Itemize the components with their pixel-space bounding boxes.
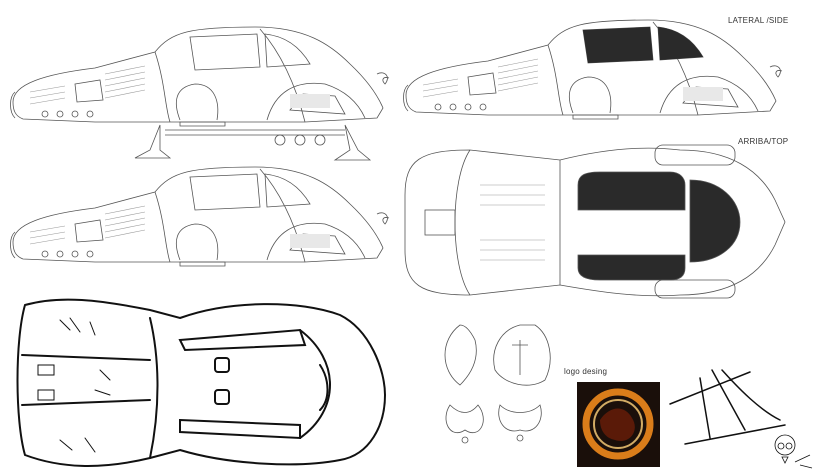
phoenix-logo-image: [577, 382, 660, 467]
car-side-view-3: [10, 166, 390, 267]
logo-design-label: logo desing: [564, 367, 608, 376]
side-view-label: LATERAL /SIDE: [728, 16, 789, 25]
perspective-sketch: [669, 369, 786, 445]
car-stands: [134, 124, 372, 161]
car-side-view-1: [10, 26, 390, 127]
skull-signature: [774, 434, 813, 469]
rough-sketch-top-view: [16, 298, 387, 467]
car-top-view: [404, 144, 786, 299]
car-side-view-2: [403, 19, 783, 120]
logo-sketches: [444, 324, 551, 444]
top-view-label: ARRIBA/TOP: [738, 137, 789, 146]
